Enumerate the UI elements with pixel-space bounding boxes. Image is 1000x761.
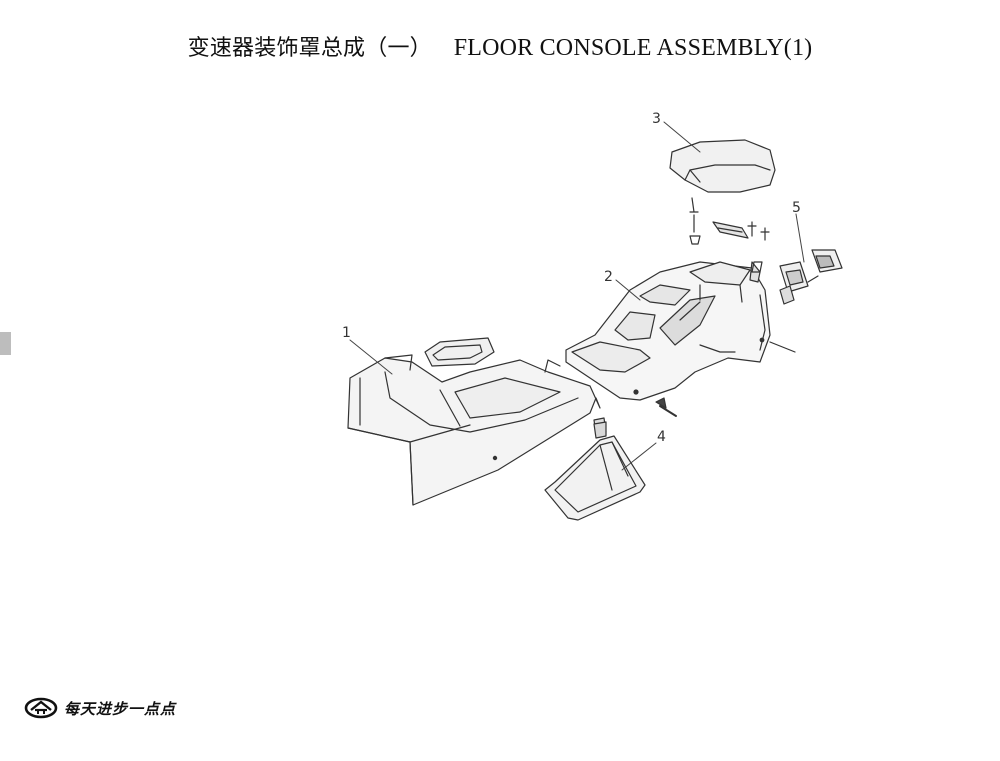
callout-2: 2: [604, 269, 613, 285]
part-5-switch-bezel: [779, 249, 843, 305]
leader-lines: [349, 121, 805, 471]
callout-5: 5: [792, 200, 801, 216]
title-chinese: 变速器装饰罩总成（一）: [187, 36, 432, 61]
part-2-rear-console: [565, 261, 796, 417]
callout-1: 1: [342, 325, 351, 341]
title-english: FLOOR CONSOLE ASSEMBLY(1): [453, 35, 813, 61]
part-1-front-console-tray: [347, 337, 607, 506]
callout-4: 4: [657, 429, 666, 445]
page-title: 变速器装饰罩总成（一） FLOOR CONSOLE ASSEMBLY(1): [0, 30, 1000, 62]
hinge-hardware: [712, 221, 770, 273]
callout-3: 3: [652, 111, 661, 127]
footer-branding: 每天进步一点点: [24, 693, 176, 723]
part-4-shift-boot: [544, 421, 646, 521]
part-3-armrest-lid: [669, 139, 776, 245]
brand-logo-icon: [24, 697, 58, 719]
footer-slogan: 每天进步一点点: [64, 699, 177, 718]
page-edge-marker: [0, 332, 11, 355]
